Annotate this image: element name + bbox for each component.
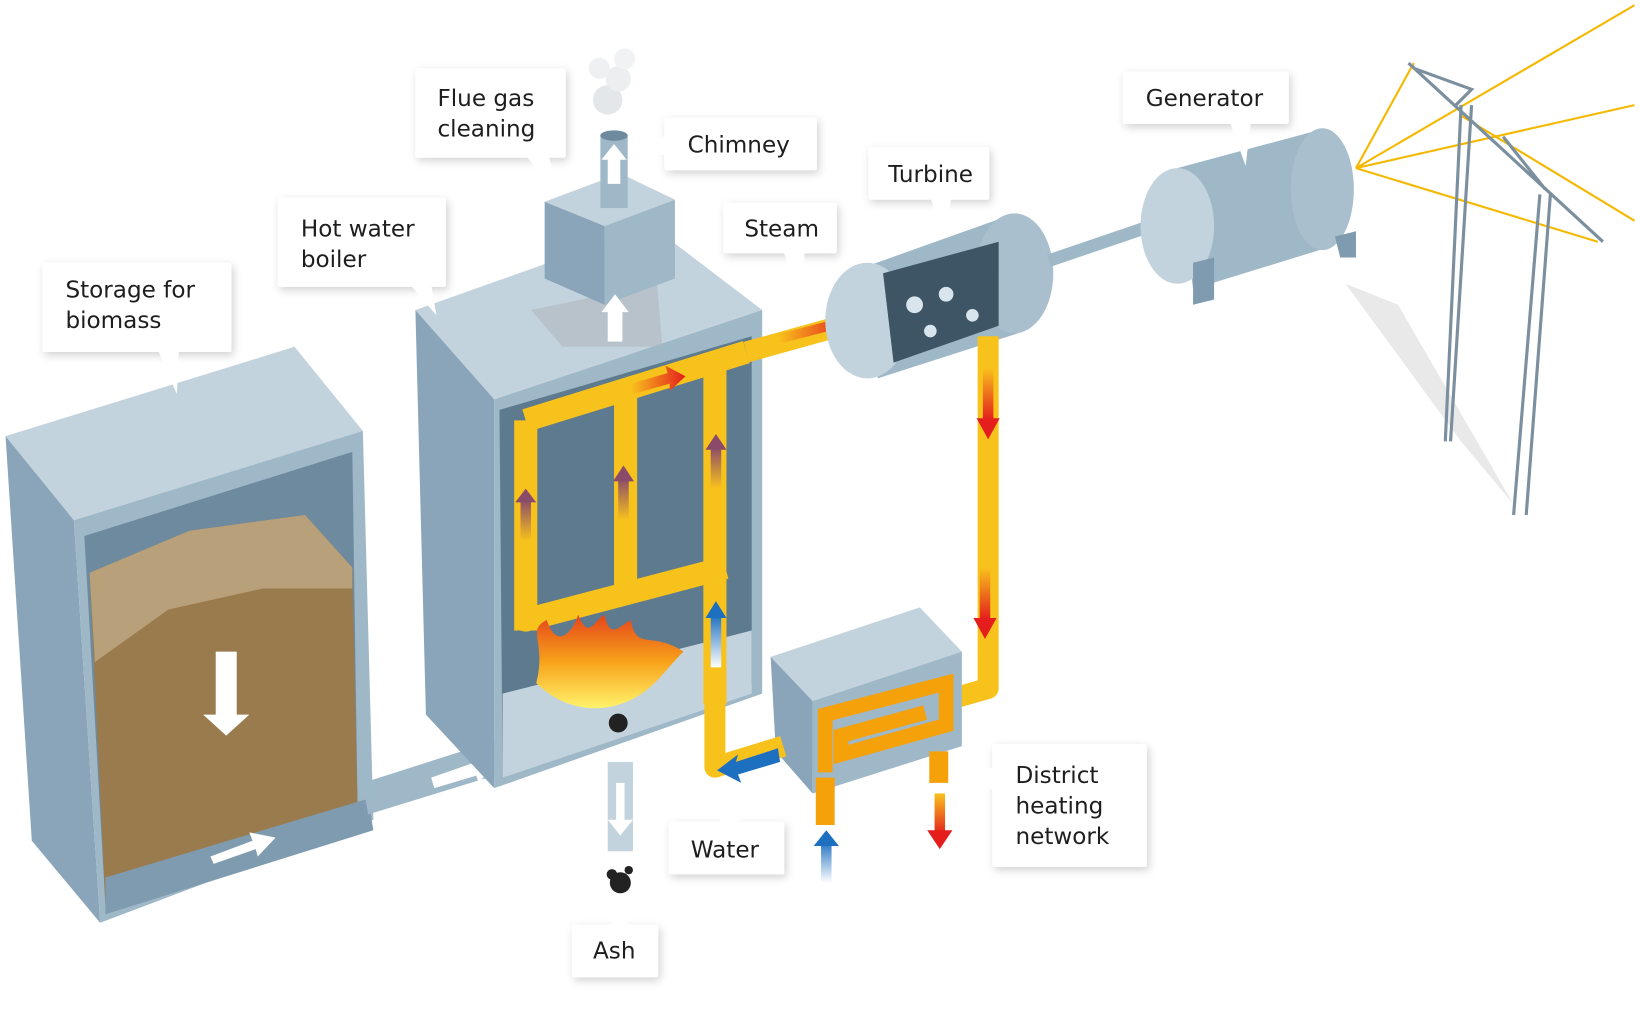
- generator: [1140, 128, 1356, 305]
- svg-text:network: network: [1015, 824, 1109, 850]
- label-steam: Steam: [723, 202, 837, 305]
- svg-text:Generator: Generator: [1146, 86, 1264, 112]
- label-district-heating-network: District heating network: [951, 744, 1147, 868]
- svg-text:Flue gas: Flue gas: [437, 86, 534, 112]
- label-generator: Generator: [1122, 71, 1289, 167]
- power-transmission: [1345, 4, 1636, 516]
- ash-outlet: [606, 761, 633, 894]
- label-flue-gas-cleaning: Flue gas cleaning: [415, 68, 566, 195]
- biomass-storage: [5, 346, 374, 923]
- label-water: Water: [668, 788, 785, 875]
- svg-text:heating: heating: [1015, 793, 1103, 819]
- svg-text:District: District: [1015, 763, 1098, 789]
- turbine-shaft: [1047, 219, 1154, 267]
- svg-text:cleaning: cleaning: [437, 117, 535, 143]
- turbine: [825, 213, 1054, 379]
- label-hot-water-boiler: Hot water boiler: [277, 197, 446, 316]
- pylon: [1407, 61, 1604, 516]
- heat-exchanger: [770, 607, 962, 794]
- svg-text:Turbine: Turbine: [887, 162, 973, 188]
- label-ash: Ash: [571, 903, 659, 978]
- flame-icon: [536, 614, 684, 709]
- label-turbine: Turbine: [868, 147, 990, 237]
- right-arrow-icon: [210, 832, 276, 864]
- svg-text:Hot water: Hot water: [301, 216, 415, 242]
- flue-gas-cleaning-unit: [530, 48, 675, 347]
- svg-text:Ash: Ash: [593, 938, 636, 964]
- svg-text:Storage for: Storage for: [65, 277, 195, 303]
- label-chimney: Chimney: [636, 117, 817, 171]
- screw-conveyor: [105, 798, 374, 915]
- down-arrow-icon: [203, 651, 250, 736]
- svg-text:boiler: boiler: [301, 247, 367, 273]
- return-water-pipe: [704, 693, 787, 778]
- condensate-pipe: [948, 336, 999, 709]
- svg-text:biomass: biomass: [65, 308, 161, 334]
- svg-text:Steam: Steam: [744, 216, 819, 242]
- svg-text:Chimney: Chimney: [688, 132, 790, 158]
- svg-text:Water: Water: [691, 838, 760, 864]
- label-storage-for-biomass: Storage for biomass: [42, 262, 232, 395]
